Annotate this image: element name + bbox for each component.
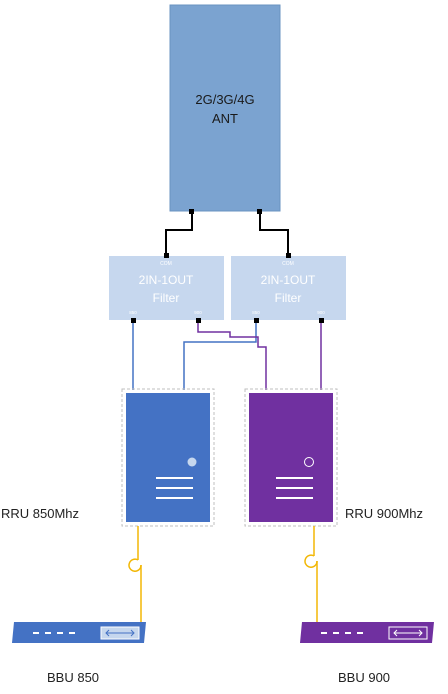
rru-850-outline <box>121 388 215 527</box>
bbu-850-arrow-right-icon <box>130 629 135 637</box>
rru-900-outline <box>244 388 338 527</box>
bbu-900-label: BBU 900 <box>338 670 391 685</box>
filter-2-com-port <box>286 253 291 258</box>
filter-2-port-850 <box>254 318 259 323</box>
filter-2-port-900 <box>319 318 324 323</box>
filter-2-label-line1: 2IN-1OUT <box>261 273 316 287</box>
coax-antenna-to-filter-2 <box>259 214 289 255</box>
bbu-850-label: BBU 850 <box>47 670 100 685</box>
filter-1-port-900-label: 900 <box>194 310 202 315</box>
rru-850-led-icon <box>187 457 197 467</box>
filter-1-port-900 <box>196 318 201 323</box>
antenna-label-line2: ANT <box>212 111 238 126</box>
antenna-port-right <box>257 209 262 214</box>
fiber-900-loop-icon <box>304 554 318 568</box>
antenna-box[interactable] <box>169 4 281 212</box>
filter-2-box[interactable] <box>231 256 346 320</box>
filter-2-port-850-label: 850 <box>252 310 260 315</box>
rru-850-label: RRU 850Mhz <box>1 506 80 521</box>
filter-2-port-900-label: 900 <box>317 310 325 315</box>
filter-2-com-label: COM <box>282 261 294 267</box>
antenna-label-line1: 2G/3G/4G <box>195 92 254 107</box>
filter-1-com-label: COM <box>160 261 172 267</box>
rru-900-led-icon <box>304 457 314 467</box>
filter-1-port-850-label: 850 <box>129 310 137 315</box>
filter-1-label-line2: Filter <box>153 291 180 305</box>
rru-900-label: RRU 900Mhz <box>345 506 424 521</box>
fiber-850-loop-icon <box>128 558 142 572</box>
rru-900-box[interactable] <box>249 393 333 522</box>
rru-850-box[interactable] <box>126 393 210 522</box>
bbu-900-switch-icon <box>388 626 428 640</box>
filter-1-port-850 <box>131 318 136 323</box>
filter-1-box[interactable] <box>109 256 224 320</box>
jumper-900-filter-1 <box>197 323 267 390</box>
bbu-900-arrow-right-icon <box>418 629 423 637</box>
filter-1-label-line1: 2IN-1OUT <box>139 273 194 287</box>
filter-1-com-port <box>164 253 169 258</box>
jumper-850-filter-2 <box>183 323 257 390</box>
bbu-850-arrow-left-icon <box>105 629 110 637</box>
bbu-900-arrow-left-icon <box>393 629 398 637</box>
filter-2-label-line2: Filter <box>275 291 302 305</box>
coax-antenna-to-filter-1 <box>165 214 193 255</box>
antenna-port-left <box>189 209 194 214</box>
